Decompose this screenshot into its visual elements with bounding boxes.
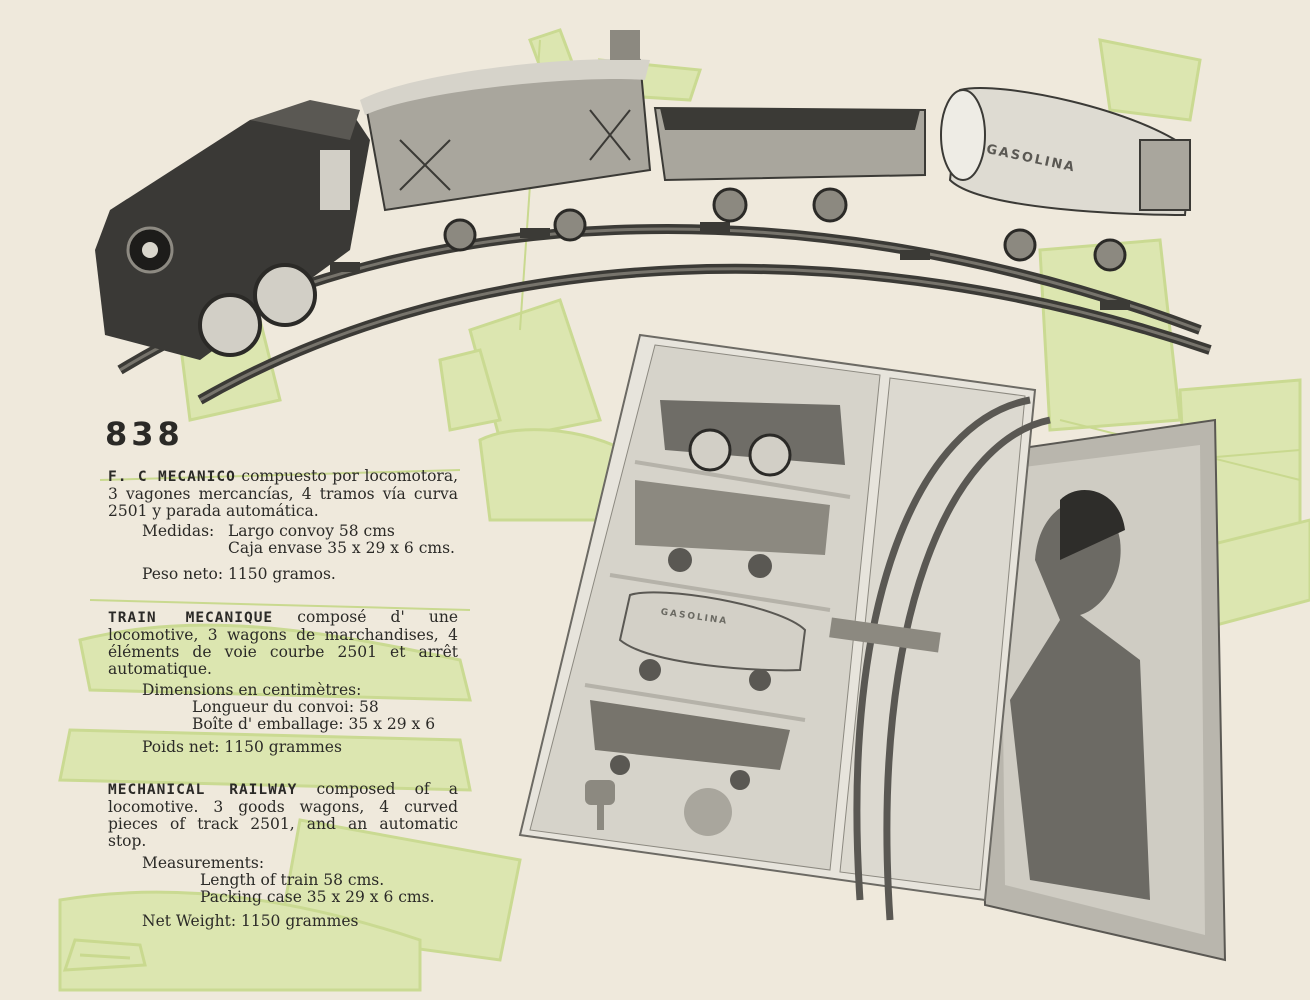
spanish-body: compuesto por locomotora, 3 vagones merc…	[108, 467, 458, 520]
spanish-weight: Peso neto: 1150 gramos.	[142, 565, 336, 583]
packaging-box: GASOLINA	[518, 333, 1227, 962]
english-measurements-line1: Length of train 58 cms.	[200, 871, 385, 889]
track-sleepers	[330, 222, 1130, 310]
french-dims-label: Dimensions en centimètres:	[142, 681, 362, 699]
box-open-wagon	[590, 700, 790, 790]
spanish-measures-line2: Caja envase 35 x 29 x 6 cms.	[228, 539, 455, 557]
english-description: MECHANICAL RAILWAY composed of a locomot…	[108, 781, 458, 850]
spanish-measures-label: Medidas:	[142, 522, 215, 540]
winding-key	[585, 780, 615, 830]
french-body: composé d' une locomotive, 3 wagons de m…	[108, 608, 458, 678]
box-locomotive	[660, 400, 845, 477]
tank-wagon: GASOLINA	[940, 87, 1192, 272]
french-dims-line2: Boîte d' emballage: 35 x 29 x 6	[192, 715, 436, 733]
catalog-number: 838	[105, 415, 184, 453]
box-wagon-item	[635, 480, 830, 578]
english-measurements-line2: Packing case 35 x 29 x 6 cms.	[200, 888, 435, 906]
box-tank-wagon: GASOLINA	[618, 591, 807, 691]
french-description: TRAIN MECANIQUE composé d' une locomotiv…	[108, 609, 458, 678]
french-lead: TRAIN MECANIQUE	[108, 610, 274, 626]
spanish-measures-line1: Largo convoy 58 cms	[228, 522, 395, 540]
paya-logo	[62, 938, 147, 972]
box-wagon	[360, 30, 652, 252]
english-measurements-label: Measurements:	[142, 854, 265, 872]
locomotive	[95, 100, 370, 360]
french-weight: Poids net: 1150 grammes	[142, 738, 342, 756]
french-dims-line1: Longueur du convoi: 58	[192, 698, 379, 716]
spanish-description: F. C MECANICO compuesto por locomotora, …	[108, 468, 458, 520]
english-body: composed of a locomotive. 3 goods wagons…	[108, 780, 458, 850]
english-lead: MECHANICAL RAILWAY	[108, 782, 298, 798]
open-wagon	[653, 106, 926, 223]
brand-logo-disc	[684, 788, 732, 836]
spanish-lead: F. C MECANICO	[108, 469, 236, 485]
english-weight: Net Weight: 1150 grammes	[142, 912, 359, 930]
